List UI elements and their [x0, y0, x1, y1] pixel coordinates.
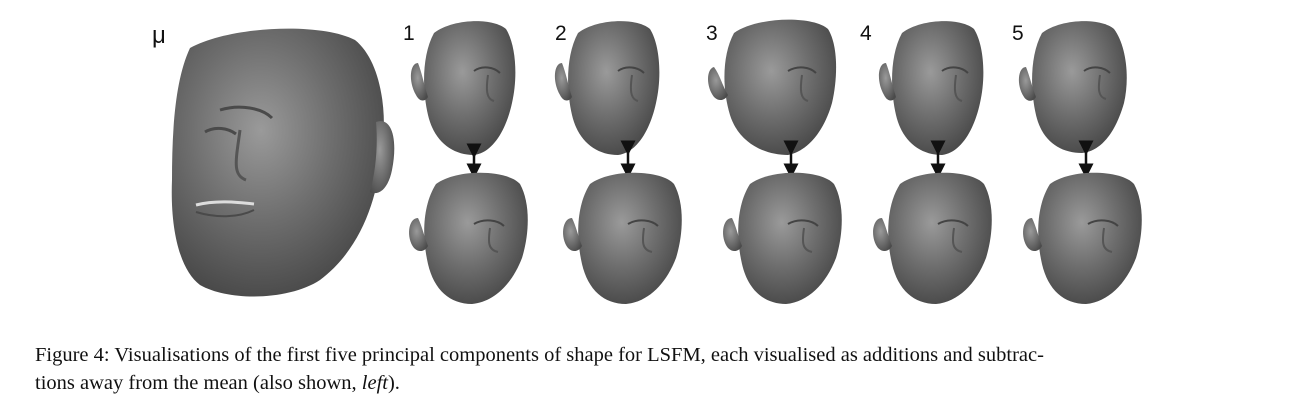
- caption-line-2: tions away from the mean (also shown, le…: [35, 369, 1275, 397]
- pc1-plus-face: [410, 21, 516, 155]
- pc5-label: 5: [1012, 22, 1024, 45]
- pc1-minus-face: [409, 172, 528, 304]
- pc-arrows: [466, 140, 1094, 179]
- mean-face: [171, 28, 395, 297]
- pc4-plus-face: [878, 21, 984, 155]
- pc3-plus-face: [708, 19, 837, 155]
- caption-line-2-emphasis: left: [361, 372, 388, 394]
- pc3-minus-face: [723, 172, 842, 304]
- pc1-label: 1: [403, 22, 415, 45]
- caption-line-2-suffix: ).: [387, 372, 400, 394]
- pc4-label: 4: [860, 22, 872, 45]
- pc-bottom-row: [409, 172, 1142, 304]
- pc2-label: 2: [555, 22, 567, 45]
- pc3-label: 3: [706, 22, 718, 45]
- figure: μ 1 2 3 4 5: [152, 19, 1142, 304]
- pc2-minus-face: [563, 172, 682, 304]
- figure-caption: Figure 4: Visualisations of the first fi…: [35, 341, 1275, 397]
- pc5-minus-face: [1023, 172, 1142, 304]
- caption-line-1: Figure 4: Visualisations of the first fi…: [35, 344, 1044, 366]
- pc2-plus-face: [554, 21, 660, 155]
- mean-label: μ: [152, 22, 166, 49]
- pc4-minus-face: [873, 172, 992, 304]
- pc-top-row: [410, 19, 1127, 155]
- caption-line-2-prefix: tions away from the mean (also shown,: [35, 372, 362, 394]
- face-renders: [171, 19, 1142, 304]
- pc5-plus-face: [1018, 21, 1127, 153]
